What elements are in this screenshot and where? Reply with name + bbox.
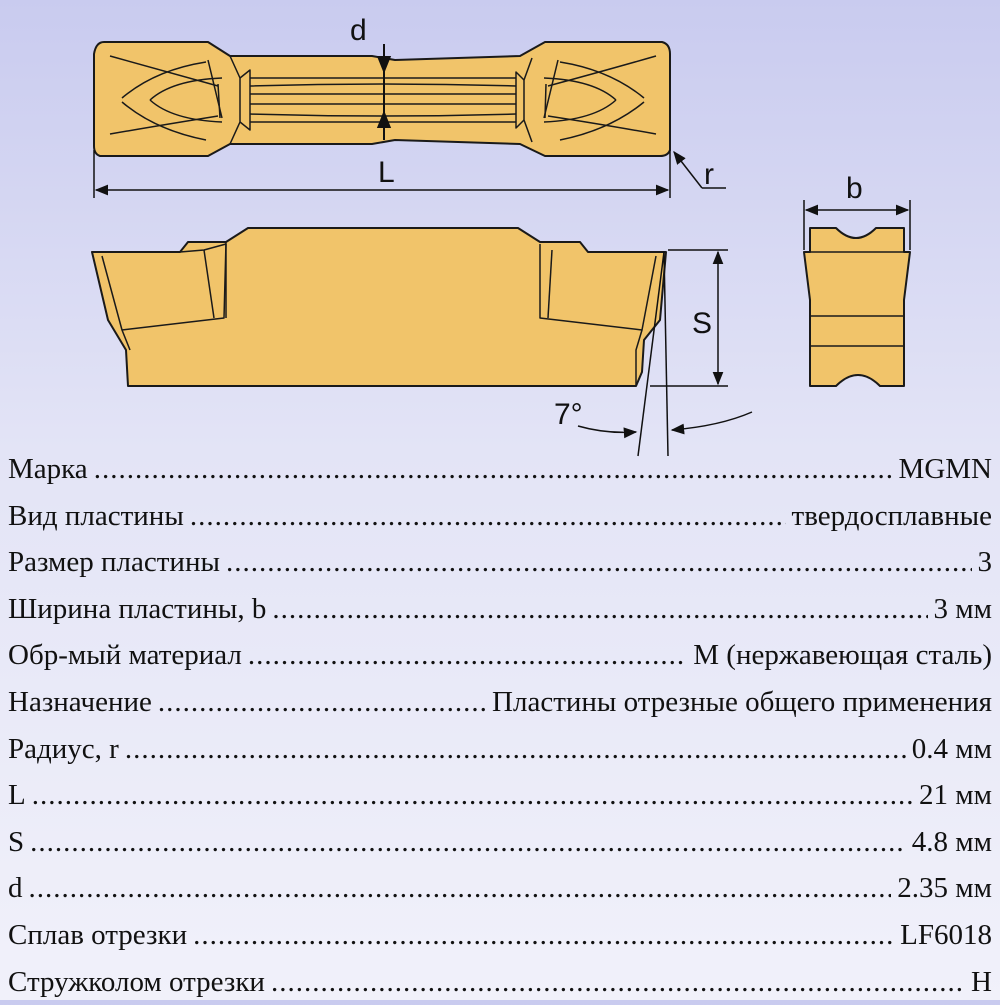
dimension-angle: [577, 251, 753, 457]
dimension-s: [650, 249, 728, 387]
leader-dots: [226, 539, 972, 586]
insert-technical-drawing: d L r S 7°: [91, 14, 911, 457]
label-angle: 7°: [554, 398, 583, 431]
spec-row: d 2.35 мм: [8, 865, 992, 912]
label-s: S: [692, 307, 712, 340]
spec-value: M (нержавеющая сталь): [693, 639, 992, 672]
spec-label: Сплав отрезки: [8, 918, 188, 951]
dimension-l: [93, 150, 671, 198]
leader-dots: [193, 912, 894, 959]
spec-row: S 4.8 мм: [8, 819, 992, 866]
leader-dots: [30, 819, 906, 866]
leader-dots: [32, 772, 913, 819]
spec-value: твердосплавные: [791, 499, 992, 532]
spec-label: Назначение: [8, 685, 152, 718]
leader-dots: [271, 959, 965, 1005]
label-l: L: [378, 156, 395, 189]
spec-row: Вид пластины твердосплавные: [8, 493, 992, 540]
spec-row: Стружколом отрезки H: [8, 959, 992, 1005]
insert-side-view: [91, 227, 667, 387]
spec-row: Размер пластины 3: [8, 539, 992, 586]
label-d: d: [350, 14, 367, 47]
leader-dots: [190, 493, 786, 540]
specification-list: Марка MGMN Вид пластины твердосплавныеРазме…: [8, 446, 992, 1005]
spec-value: LF6018: [900, 918, 992, 951]
spec-value: Пластины отрезные общего применения: [492, 685, 992, 718]
spec-value: H: [971, 965, 992, 998]
spec-value: 0.4 мм: [911, 732, 992, 765]
leader-dots: [272, 586, 927, 633]
spec-label: Стружколом отрезки: [8, 965, 265, 998]
spec-label: Марка: [8, 453, 88, 485]
spec-value: MGMN: [898, 453, 992, 485]
leader-dots: [158, 679, 486, 726]
spec-row: L 21 мм: [8, 772, 992, 819]
insert-end-view: [803, 227, 911, 387]
insert-top-view: [93, 41, 671, 157]
leader-dots: [248, 632, 687, 679]
label-r: r: [704, 158, 714, 191]
spec-label: Ширина пластины, b: [8, 592, 267, 625]
spec-row: Ширина пластины, b 3 мм: [8, 586, 992, 633]
spec-label: Вид пластины: [8, 499, 184, 532]
leader-dots: [94, 446, 893, 493]
spec-row: Марка MGMN: [8, 446, 992, 493]
spec-row: Назначение Пластины отрезные общего приме…: [8, 679, 992, 726]
leader-dots: [29, 865, 892, 912]
spec-row: Сплав отрезки LF6018: [8, 912, 992, 959]
spec-value: 3: [977, 546, 993, 579]
spec-label: S: [8, 825, 25, 858]
spec-label: Обр-мый материал: [8, 639, 242, 672]
spec-label: d: [8, 872, 23, 905]
spec-value: 2.35 мм: [897, 872, 992, 905]
dimension-b: [803, 200, 911, 250]
dimension-r: [673, 150, 726, 189]
spec-value: 3 мм: [933, 592, 992, 625]
spec-row: Радиус, r 0.4 мм: [8, 726, 992, 773]
spec-row: Обр-мый материал M (нержавеющая сталь): [8, 632, 992, 679]
spec-label: L: [8, 779, 26, 812]
label-b: b: [846, 172, 863, 205]
spec-value: 4.8 мм: [911, 825, 992, 858]
leader-dots: [125, 726, 906, 773]
spec-label: Размер пластины: [8, 546, 220, 579]
spec-value: 21 мм: [919, 779, 992, 812]
spec-label: Радиус, r: [8, 732, 119, 765]
